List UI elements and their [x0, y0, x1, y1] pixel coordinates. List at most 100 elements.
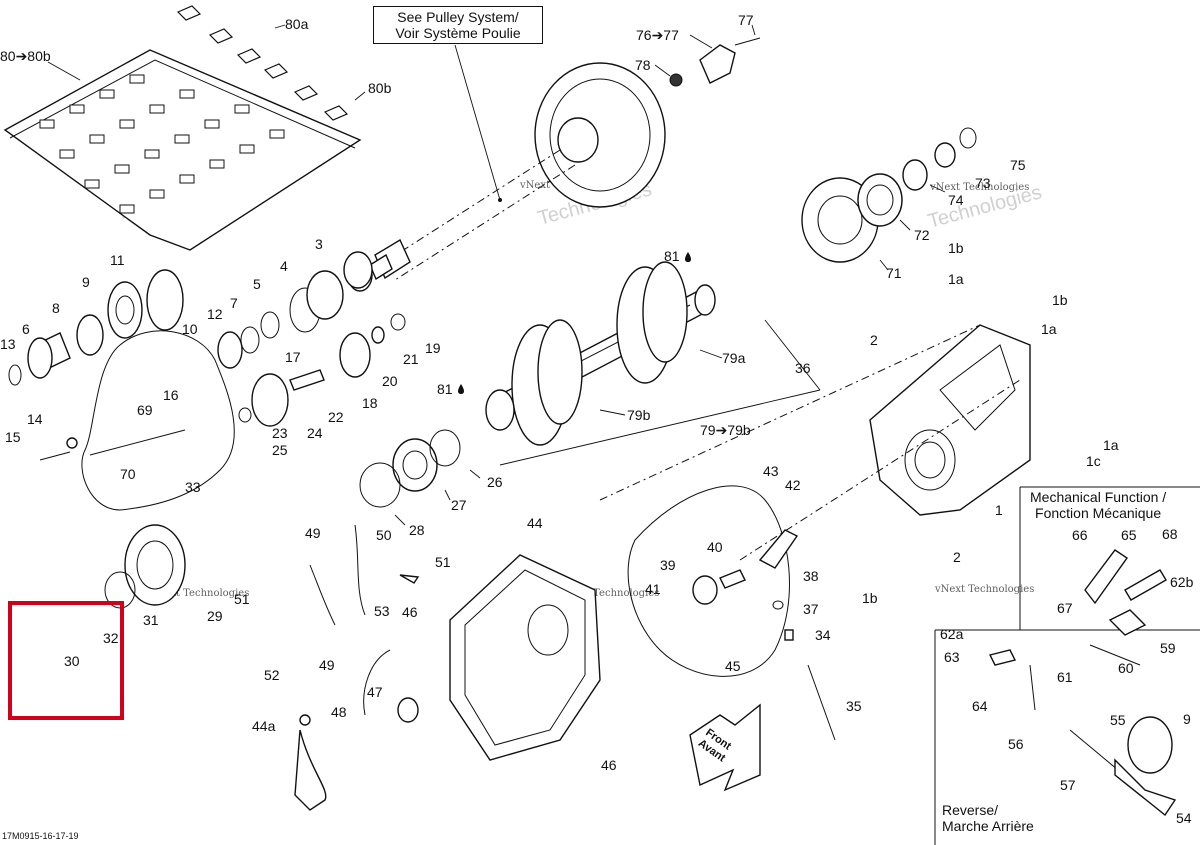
part-label: 27: [451, 497, 467, 513]
part-label: 30: [64, 653, 80, 669]
part-label: 34: [815, 627, 831, 643]
part-label: 63: [944, 649, 960, 665]
highlight-box: [8, 601, 124, 720]
part-label: 1b: [862, 590, 878, 606]
part-label: 33: [185, 479, 201, 495]
part-label: 46: [402, 604, 418, 620]
part-label: 23: [272, 425, 288, 441]
part-label: 38: [803, 568, 819, 584]
part-label: 78: [635, 57, 651, 73]
title-line: Marche Arrière: [942, 818, 1034, 834]
part-label: 42: [785, 477, 801, 493]
part-label: 36: [795, 360, 811, 376]
part-label: 79➔79b: [700, 422, 751, 438]
part-label: 67: [1057, 600, 1073, 616]
chaincase-cover: [449, 485, 790, 761]
part-label: 46: [601, 757, 617, 773]
part-label: 8: [52, 300, 60, 316]
part-label: 7: [230, 295, 238, 311]
part-label: 9: [1183, 711, 1191, 727]
part-label: 71: [886, 265, 902, 281]
title-line: Mechanical Function /: [1030, 489, 1167, 505]
part-label: 72: [914, 227, 930, 243]
part-label: 56: [1008, 736, 1024, 752]
gear-train: [8, 258, 406, 609]
part-label: 26: [487, 474, 503, 490]
part-label: 79a: [722, 350, 746, 366]
mechanical-function-title: Mechanical Function / Fonction Mécanique: [1030, 489, 1166, 521]
part-label: 65: [1121, 527, 1137, 543]
part-label: 5: [253, 276, 261, 292]
title-line: Fonction Mécanique: [1035, 505, 1162, 521]
part-label: 39: [660, 557, 676, 573]
part-label: 31: [143, 612, 159, 628]
part-label: 80b: [368, 80, 392, 96]
hoses: [309, 524, 420, 723]
watermark-text: vNext Technologies: [559, 588, 659, 599]
part-label: 3: [315, 236, 323, 252]
part-label: 68: [1162, 526, 1178, 542]
part-label: 52: [264, 667, 280, 683]
part-label: 62a: [940, 626, 964, 642]
part-label: 32: [103, 630, 119, 646]
part-label: 4: [280, 258, 288, 274]
part-label: 11: [110, 252, 125, 268]
part-label: 49: [319, 657, 335, 673]
part-label: 74: [948, 192, 964, 208]
part-label: 57: [1060, 777, 1076, 793]
watermark-text: vNext Technologies: [934, 584, 1034, 595]
bearing-set-26-28: [343, 251, 461, 508]
watermark-text: vNext Technologies: [929, 182, 1029, 193]
title-line: Reverse/: [942, 802, 999, 818]
part-label: 1b: [948, 240, 964, 256]
part-label: 19: [425, 340, 441, 356]
part-label: 1a: [1103, 437, 1119, 453]
part-label: 29: [207, 608, 223, 624]
part-label: 2: [953, 549, 961, 565]
part-label: 50: [376, 527, 392, 543]
part-label: 47: [367, 684, 383, 700]
part-label: 1b: [1052, 292, 1068, 308]
part-label: 49: [305, 525, 321, 541]
part-label: 1: [995, 502, 1003, 518]
watermark-text: vNext Technologies: [149, 588, 249, 599]
part-label: 24: [307, 425, 323, 441]
part-label: 62b: [1170, 574, 1194, 590]
part-label: 75: [1010, 157, 1026, 173]
part-label: 1c: [1086, 453, 1101, 469]
part-label: 6: [22, 321, 30, 337]
part-label: 55: [1110, 712, 1126, 728]
part-label: 1a: [1041, 321, 1057, 337]
part-label: 48: [331, 704, 347, 720]
part-label: 43: [763, 463, 779, 479]
part-label: 77: [738, 12, 754, 28]
part-label: 69: [137, 402, 153, 418]
part-label: 13: [0, 336, 16, 352]
part-labels: 80a 80➔80b 80b 76➔77 77 78 75 73 74 72 7…: [0, 12, 1194, 826]
part-label: 51: [435, 554, 451, 570]
part-label: 60: [1118, 660, 1134, 676]
part-label: 18: [362, 395, 378, 411]
part-label: 17: [285, 349, 301, 365]
part-label: 45: [725, 658, 741, 674]
part-label: 76➔77: [636, 27, 679, 43]
see-pulley-system-callout: See Pulley System/ Voir Système Poulie: [373, 6, 543, 44]
front-arrow: [689, 703, 761, 792]
part-label: 21: [403, 351, 419, 367]
part-label: 2: [870, 332, 878, 348]
part-label: 51: [234, 591, 250, 607]
part-label: 16: [163, 387, 179, 403]
mechanical-function-inset: [934, 486, 1200, 845]
part-label: 35: [846, 698, 862, 714]
part-label: 59: [1160, 640, 1176, 656]
part-label: 20: [382, 373, 398, 389]
part-label: 15: [5, 429, 21, 445]
callout-line: Voir Système Poulie: [395, 25, 521, 41]
part-label: 70: [120, 466, 136, 482]
part-label: 1a: [948, 271, 964, 287]
part-label: 80a: [285, 16, 309, 32]
drive-axle-79: [485, 261, 716, 446]
part-label: 53: [374, 603, 390, 619]
lever-44a: [294, 714, 327, 811]
oil-drop-icon: [458, 384, 464, 394]
